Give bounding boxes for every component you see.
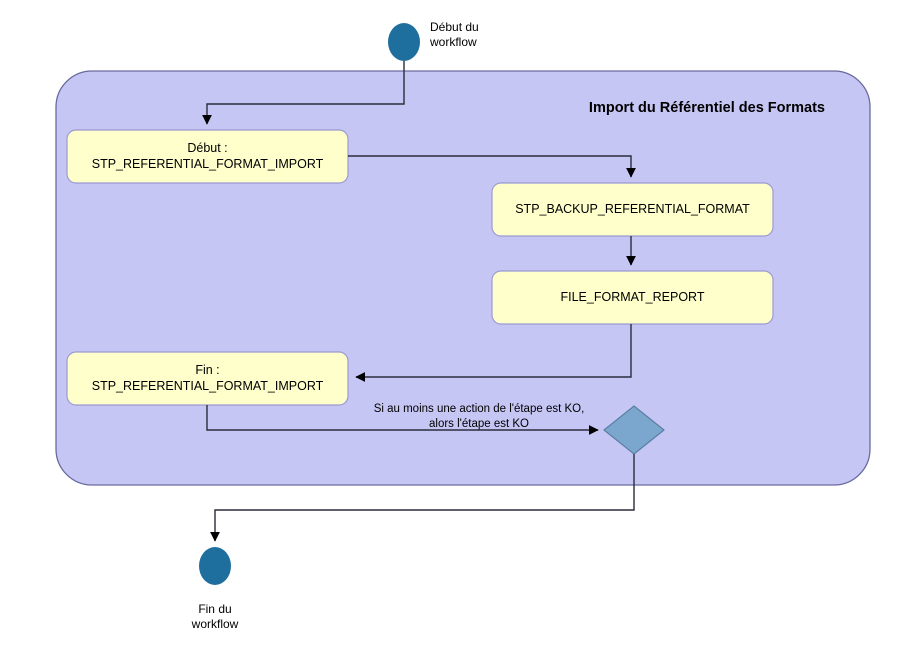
node-end-step-shape[interactable] — [66, 351, 349, 406]
edge-report-to-end-step — [355, 324, 632, 382]
edge-end-step-to-decision — [206, 405, 599, 435]
edge-decision-to-end — [210, 454, 635, 542]
edge-start-to-begin — [202, 61, 405, 125]
node-report-action-shape[interactable] — [491, 270, 774, 325]
node-begin-step-shape[interactable] — [66, 129, 349, 184]
edge-begin-to-backup — [348, 155, 636, 178]
start-terminator-shape[interactable] — [388, 23, 420, 61]
node-backup-action-shape[interactable] — [491, 182, 774, 237]
end-terminator-shape[interactable] — [199, 547, 231, 585]
